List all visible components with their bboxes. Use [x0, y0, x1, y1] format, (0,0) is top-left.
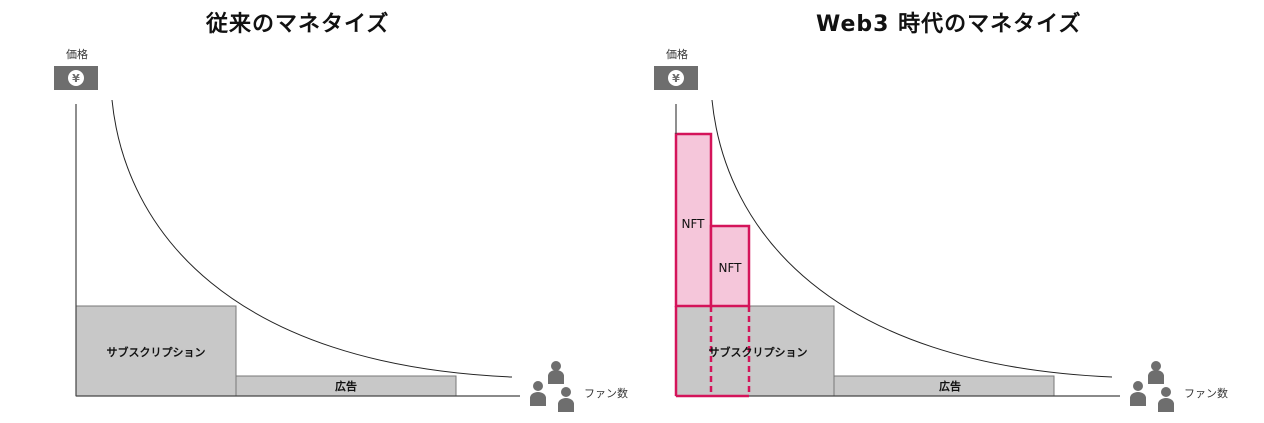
- demand-curve: [111, 99, 513, 378]
- ads-label: 広告: [939, 380, 961, 393]
- yen-coin-icon: ¥: [54, 66, 98, 90]
- demand-curve: [711, 99, 1113, 378]
- nft-bar-2: [709, 224, 751, 308]
- people-group-icon: [530, 361, 574, 412]
- y-axis-label: 価格: [66, 48, 88, 61]
- y-axis-label: 価格: [666, 48, 688, 61]
- x-axis-label: ファン数: [1184, 387, 1228, 400]
- yen-coin-icon: ¥: [654, 66, 698, 90]
- subscription-block: [675, 305, 835, 397]
- traditional-monetization-panel: 従来のマネタイズ 価格 ¥ サブスクリプション 広告 ファン数: [54, 12, 628, 412]
- panel-title: Web3 時代のマネタイズ: [816, 12, 1082, 37]
- demand-curve-diagram: [674, 99, 1174, 412]
- web3-monetization-panel: Web3 時代のマネタイズ 価格 ¥ NFT: [600, 0, 1232, 423]
- x-axis-label: ファン数: [584, 387, 628, 400]
- panel-title: 従来のマネタイズ: [206, 12, 390, 37]
- nft-label-2: NFT: [718, 261, 742, 275]
- nft-label-1: NFT: [681, 217, 705, 231]
- people-group-icon: [1130, 361, 1174, 412]
- nft-bar-1: [674, 132, 713, 308]
- nft-dashed-extension: [709, 306, 751, 396]
- ads-label: 広告: [335, 380, 357, 393]
- subscription-label: サブスクリプション: [106, 346, 206, 359]
- demand-curve-diagram: [75, 99, 574, 412]
- yen-symbol: ¥: [668, 70, 684, 86]
- yen-symbol: ¥: [68, 70, 84, 86]
- subscription-label: サブスクリプション: [708, 346, 808, 359]
